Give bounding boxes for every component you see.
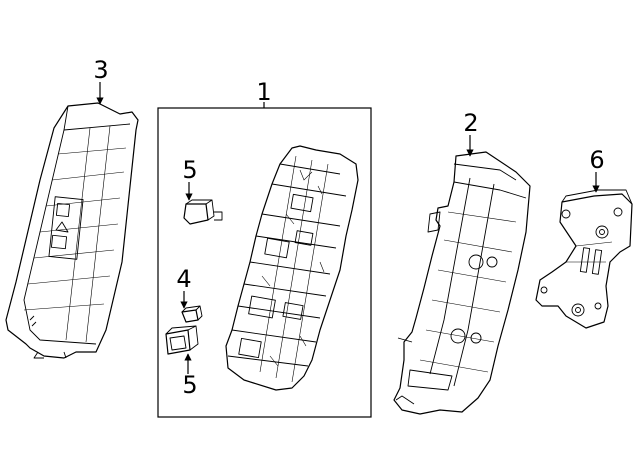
part-5-relay-lower[interactable] (165, 325, 199, 355)
part-1-fuse-relay-block[interactable] (225, 145, 359, 391)
callout-part-1: 1 (256, 78, 271, 106)
part-4-fuse[interactable] (181, 305, 203, 323)
callout-part-3: 3 (93, 56, 108, 84)
callout-part-5-upper: 5 (182, 156, 197, 184)
part-5-relay-upper[interactable] (183, 199, 223, 225)
part-6-mounting-bracket[interactable] (535, 189, 633, 329)
part-2-lower-housing[interactable] (393, 151, 531, 415)
part-3-fuse-box-cover[interactable] (5, 102, 139, 359)
callout-part-2: 2 (463, 109, 478, 137)
callout-part-5-lower: 5 (182, 371, 197, 399)
callout-part-4: 4 (176, 265, 191, 293)
callout-part-6: 6 (589, 146, 604, 174)
